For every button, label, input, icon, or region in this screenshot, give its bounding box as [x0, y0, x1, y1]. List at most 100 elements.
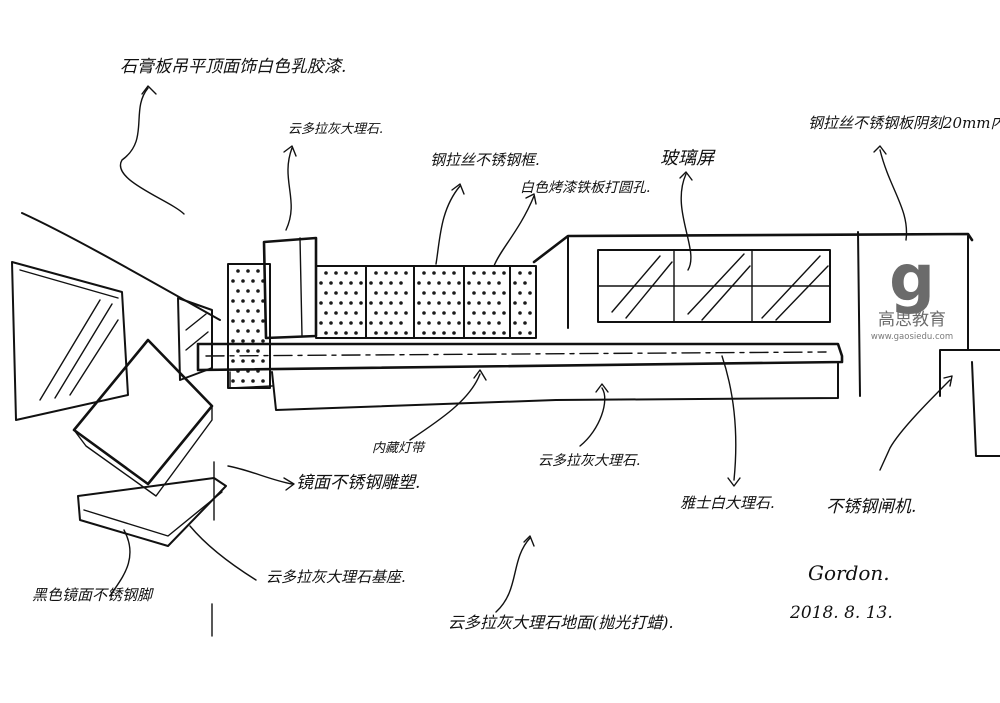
logo-wall: g 高思教育 www.gaosiedu.com: [857, 231, 969, 397]
panel-hole: [394, 291, 398, 295]
panel-hole: [329, 301, 333, 305]
panel-hole: [369, 301, 373, 305]
panel-hole: [319, 321, 323, 325]
note-pillar-marble: 云多拉灰大理石.: [288, 121, 383, 137]
panel-hole: [231, 359, 235, 363]
panel-hole: [447, 281, 451, 285]
panel-hole: [334, 331, 338, 335]
panel-hole: [324, 271, 328, 275]
panel-hole: [246, 269, 250, 273]
note-gate: 不锈钢闸机.: [826, 497, 916, 517]
panel-hole: [384, 291, 388, 295]
panel-hole: [241, 359, 245, 363]
panel-hole: [477, 301, 481, 305]
note-desk-marble: 云多拉灰大理石.: [538, 453, 640, 469]
note-hidden-light: 内藏灯带: [372, 441, 426, 456]
panel-hole: [422, 331, 426, 335]
panel-hole: [518, 331, 522, 335]
panel-hole: [442, 311, 446, 315]
panel-hole: [437, 321, 441, 325]
panel-hole: [417, 321, 421, 325]
panel-hole: [528, 271, 532, 275]
panel-hole: [432, 311, 436, 315]
panel-hole: [497, 321, 501, 325]
panel-hole: [231, 339, 235, 343]
panel-hole: [374, 331, 378, 335]
panel-hole: [359, 321, 363, 325]
panel-hole: [339, 321, 343, 325]
panel-hole: [324, 311, 328, 315]
panel-hole: [261, 319, 265, 323]
panel-hole: [513, 321, 517, 325]
panel-hole: [404, 271, 408, 275]
note-floor: 云多拉灰大理石地面(抛光打蜡).: [448, 613, 674, 632]
panel-hole: [394, 311, 398, 315]
panel-hole: [467, 281, 471, 285]
panel-hole: [399, 301, 403, 305]
panel-hole: [404, 331, 408, 335]
logo-url: www.gaosiedu.com: [871, 332, 953, 342]
panel-hole: [354, 291, 358, 295]
panel-hole: [467, 321, 471, 325]
panel-hole: [231, 299, 235, 303]
note-glass-screen: 玻璃屏: [660, 148, 716, 169]
panel-hole: [442, 291, 446, 295]
logo-name: 高思教育: [878, 310, 946, 330]
leader-lines: [109, 85, 953, 637]
panel-hole: [427, 321, 431, 325]
panel-hole: [256, 349, 260, 353]
panel-hole: [231, 379, 235, 383]
panel-hole: [437, 281, 441, 285]
panel-hole: [523, 281, 527, 285]
panel-hole: [467, 301, 471, 305]
panel-hole: [497, 301, 501, 305]
left-wall: [11, 212, 221, 421]
signature: Gordon.: [808, 561, 890, 585]
panel-hole: [487, 301, 491, 305]
mirror-sculpture: [72, 338, 227, 547]
panel-hole: [256, 269, 260, 273]
panel-hole: [261, 299, 265, 303]
panel-hole: [472, 331, 476, 335]
panel-hole: [236, 309, 240, 313]
panel-hole: [427, 281, 431, 285]
panel-hole: [324, 291, 328, 295]
note-sofa: 黑色镜面不锈钢脚: [32, 586, 154, 604]
panel-hole: [502, 271, 506, 275]
panel-hole: [518, 311, 522, 315]
panel-hole: [374, 291, 378, 295]
brand-logo: g 高思教育 www.gaosiedu.com: [871, 242, 953, 342]
panel-hole: [452, 271, 456, 275]
panel-hole: [523, 301, 527, 305]
panel-hole: [344, 331, 348, 335]
panel-hole: [231, 319, 235, 323]
panel-hole: [502, 291, 506, 295]
panel-hole: [523, 321, 527, 325]
panel-hole: [384, 331, 388, 335]
panel-hole: [422, 311, 426, 315]
panel-hole: [369, 281, 373, 285]
panel-hole: [236, 269, 240, 273]
panel-hole: [492, 311, 496, 315]
logo-letter: g: [889, 242, 935, 316]
panel-hole: [349, 321, 353, 325]
panel-hole: [246, 309, 250, 313]
panel-hole: [379, 281, 383, 285]
panel-hole: [251, 279, 255, 283]
panel-hole: [502, 331, 506, 335]
panel-hole: [399, 321, 403, 325]
note-mirror-steel: 镜面不锈钢雕塑.: [296, 473, 420, 493]
panel-hole: [492, 331, 496, 335]
panel-hole: [251, 299, 255, 303]
panel-hole: [339, 301, 343, 305]
panel-hole: [442, 271, 446, 275]
panel-hole: [457, 301, 461, 305]
panel-hole: [344, 271, 348, 275]
panel-hole: [236, 289, 240, 293]
panel-hole: [452, 291, 456, 295]
panel-hole: [482, 271, 486, 275]
panel-hole: [369, 321, 373, 325]
panel-hole: [452, 331, 456, 335]
panel-hole: [389, 301, 393, 305]
panel-hole: [513, 281, 517, 285]
